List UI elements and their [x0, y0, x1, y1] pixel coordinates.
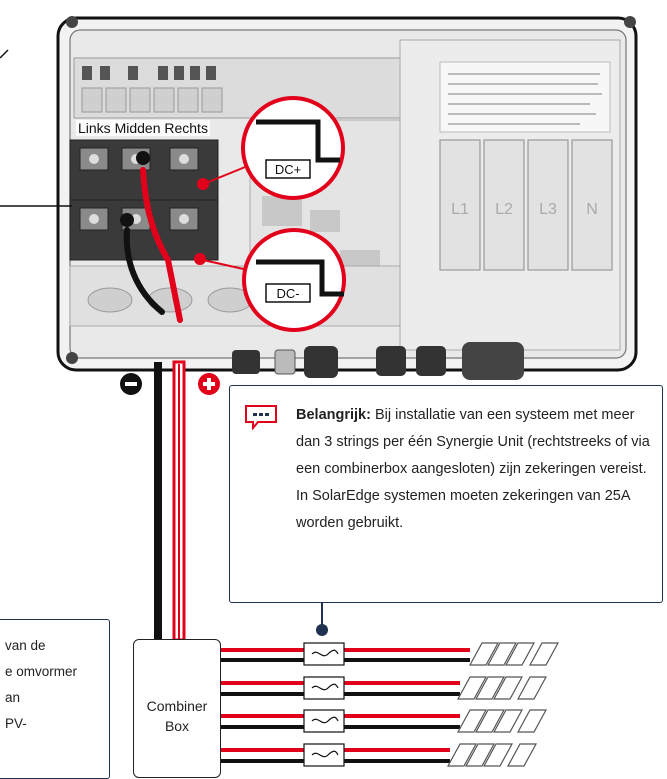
combiner-label-line1: Combiner: [146, 698, 208, 714]
fuse-icon: [303, 743, 345, 767]
dc-minus-label: DC-: [276, 286, 299, 301]
phase-label-l2: L2: [495, 201, 513, 218]
dc-plus-label: DC+: [275, 162, 301, 177]
fuse-callout-dot: [316, 624, 328, 636]
fuse-icon: [303, 676, 345, 700]
dc-minus-zoom-label-box: [265, 283, 311, 303]
phase-label-l1: L1: [451, 201, 469, 218]
pv-string-2: [456, 676, 548, 700]
left-note-line: PV-: [5, 716, 27, 731]
dc-minus-callout-dot: [194, 253, 206, 265]
screw: [624, 16, 636, 28]
speech-bubble-icon: [245, 405, 277, 430]
ac-terminals: [439, 139, 613, 271]
bottom-glands: [232, 342, 524, 380]
dc-minus-lug: [120, 213, 134, 227]
note-text: Belangrijk: Bij installatie van een syst…: [296, 402, 656, 537]
dc-plus-zoom-circle: [241, 96, 345, 200]
string-wires: [221, 648, 470, 763]
phase-label-l3: L3: [539, 201, 557, 218]
dc-plus-callout-dot: [197, 178, 209, 190]
fuse-icon: [303, 709, 345, 733]
trunk-wire-negative: [154, 362, 162, 640]
dc-plus-lug: [136, 151, 150, 165]
screw: [66, 16, 78, 28]
combiner-label-line2: Box: [164, 718, 190, 734]
dc-plus-zoom-wire: [256, 119, 340, 163]
dc-minus-zoom-circle: [242, 228, 346, 332]
note-body: Bij installatie van een systeem met meer…: [296, 407, 650, 531]
left-note-line: van de: [5, 638, 46, 653]
phase-label-n: N: [586, 201, 598, 218]
dc-minus-wire-inner: [123, 227, 165, 315]
screw: [66, 352, 78, 364]
terminal-position-label: Links Midden Rechts: [76, 120, 210, 136]
left-pointer-line-top: [0, 49, 9, 59]
bottom-gland-light: [274, 349, 296, 375]
left-note-line: an: [5, 690, 21, 705]
pv-string-3: [456, 709, 548, 733]
left-note: van de e omvormer an PV-: [0, 619, 110, 779]
dc-plus-callout-line: [205, 164, 251, 184]
breaker-row: [81, 87, 223, 113]
note-bold: Belangrijk:: [296, 407, 371, 423]
dc-minus-zoom-wire: [256, 259, 344, 297]
dc-minus-callout-line: [202, 259, 249, 271]
left-note-line: e omvormer: [5, 664, 78, 679]
label-sticker: [439, 61, 611, 133]
important-note: Belangrijk: Bij installatie van een syst…: [229, 385, 663, 603]
fuse-icon: [303, 642, 345, 666]
sticker-text-lines: [448, 73, 602, 125]
dc-plus-wire-inner: [140, 167, 183, 323]
dc-plus-zoom-label-box: [265, 159, 311, 179]
combiner-box: Combiner Box: [133, 639, 221, 778]
pv-string-4: [446, 743, 538, 767]
pv-string-1: [468, 642, 560, 666]
top-terminals: [82, 66, 216, 80]
